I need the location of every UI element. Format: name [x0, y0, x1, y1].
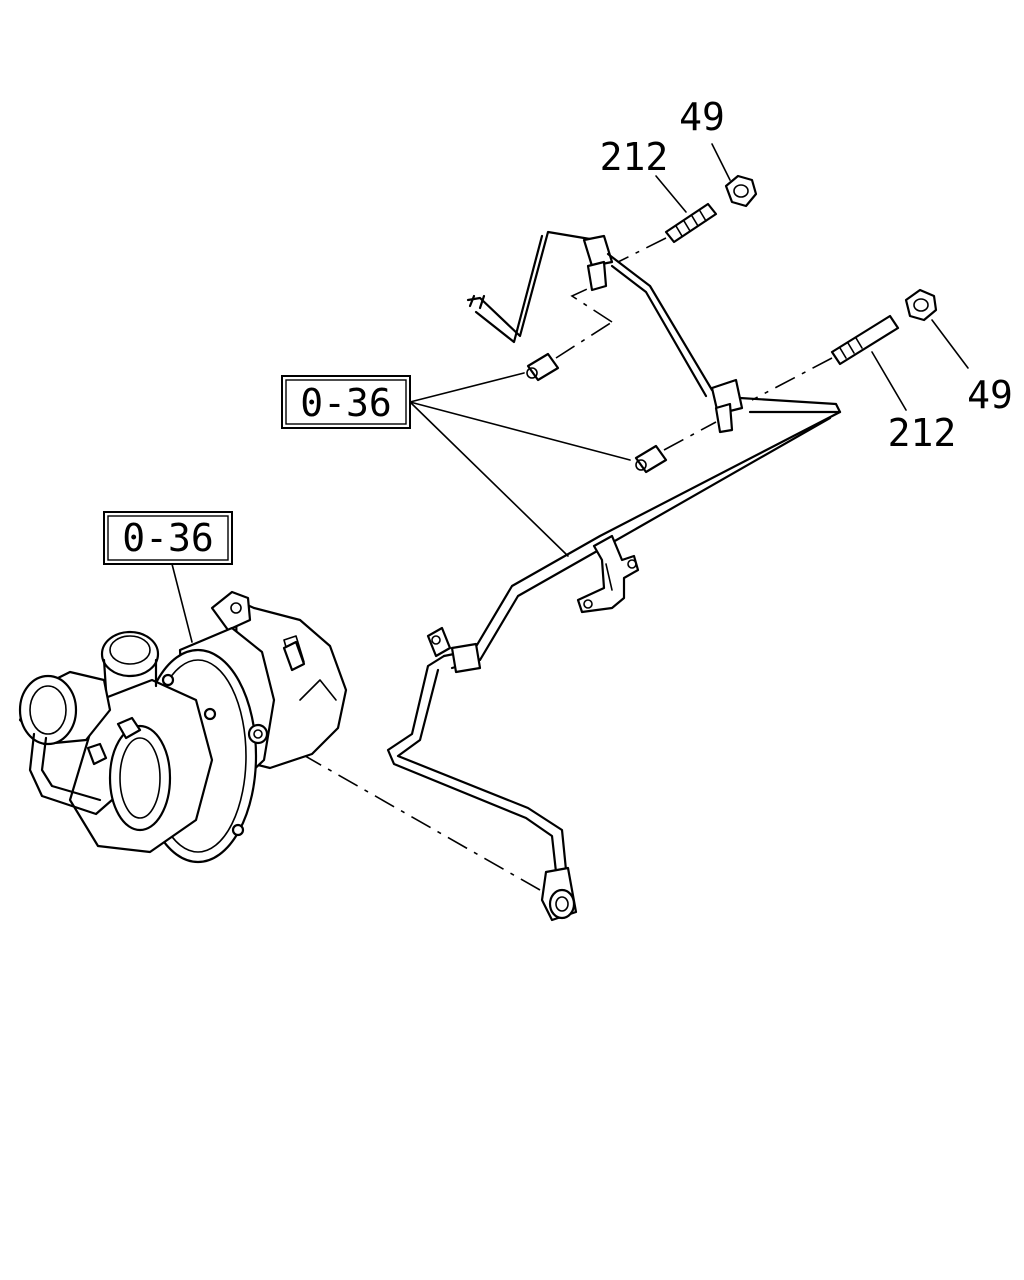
flange-nut-right: [904, 288, 938, 322]
leader-lines: [171, 143, 969, 643]
flange-nut-top: [724, 174, 758, 208]
callout-stud-top: 212: [600, 135, 669, 179]
callout-nut-right: 49: [967, 373, 1013, 417]
gasket-washer-lower: [634, 421, 717, 474]
turbocharger: [18, 590, 348, 864]
stud-bolt-top: [617, 202, 718, 263]
reference-box-upper: 0-36: [281, 375, 411, 429]
reference-label-upper: 0-36: [300, 381, 392, 425]
callout-nut-top: 49: [679, 95, 725, 139]
stud-bolt-right: [751, 314, 900, 401]
callout-stud-right: 212: [888, 411, 957, 455]
oil-return-pipe-upper: [466, 230, 842, 434]
oil-feed-pipe: [386, 410, 842, 922]
reference-label-lower: 0-36: [122, 516, 214, 560]
reference-box-lower: 0-36: [103, 511, 233, 565]
gasket-washer-upper: [526, 283, 613, 382]
